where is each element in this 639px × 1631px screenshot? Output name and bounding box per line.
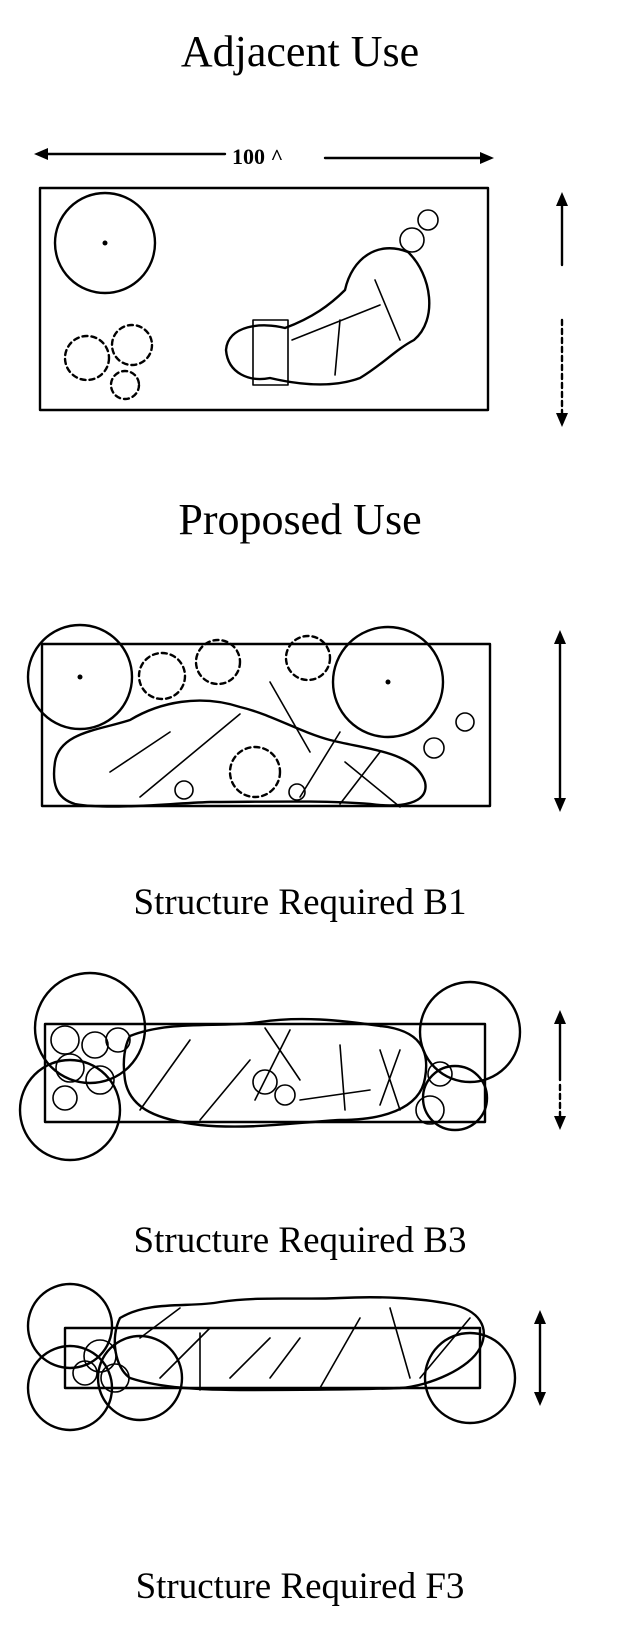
b1-shrub-mass	[52, 681, 427, 808]
b1-small-trees	[137, 634, 475, 801]
b1-depth-arrow	[554, 630, 566, 812]
b3-depth-arrow	[554, 1010, 566, 1130]
f3-lot-outline	[63, 1326, 482, 1390]
caption-structure-b3: Structure Required B3	[133, 1220, 467, 1261]
b1-buffer-plan	[26, 623, 566, 812]
adjacent-lot-outline	[38, 186, 490, 412]
f3-depth-arrow	[534, 1310, 546, 1406]
f3-large-trees	[26, 1282, 517, 1432]
adjacent-use-plan: 100 ^	[34, 144, 568, 427]
b3-small-trees	[50, 1025, 453, 1125]
heading-proposed-use: Proposed Use	[178, 495, 422, 544]
width-dimension-arrow: 100 ^	[34, 144, 494, 169]
caption-structure-f3: Structure Required F3	[135, 1566, 465, 1607]
depth-dimension-arrow	[556, 192, 568, 427]
small-tree-cluster	[63, 323, 154, 401]
f3-shrub-mass	[113, 1296, 485, 1392]
b1-lot-outline	[40, 642, 492, 808]
b3-buffer-plan	[18, 971, 566, 1162]
shrub-mass	[224, 209, 439, 386]
caption-structure-b1: Structure Required B1	[133, 882, 467, 923]
b3-lot-outline	[43, 1022, 487, 1124]
large-tree	[53, 191, 157, 295]
f3-buffer-plan	[26, 1282, 546, 1432]
b3-shrub-mass	[122, 1017, 428, 1128]
width-dimension-label: 100 ^	[232, 144, 283, 169]
heading-adjacent-use: Adjacent Use	[180, 27, 420, 76]
b3-large-trees	[18, 971, 522, 1162]
b1-large-trees	[26, 623, 445, 739]
